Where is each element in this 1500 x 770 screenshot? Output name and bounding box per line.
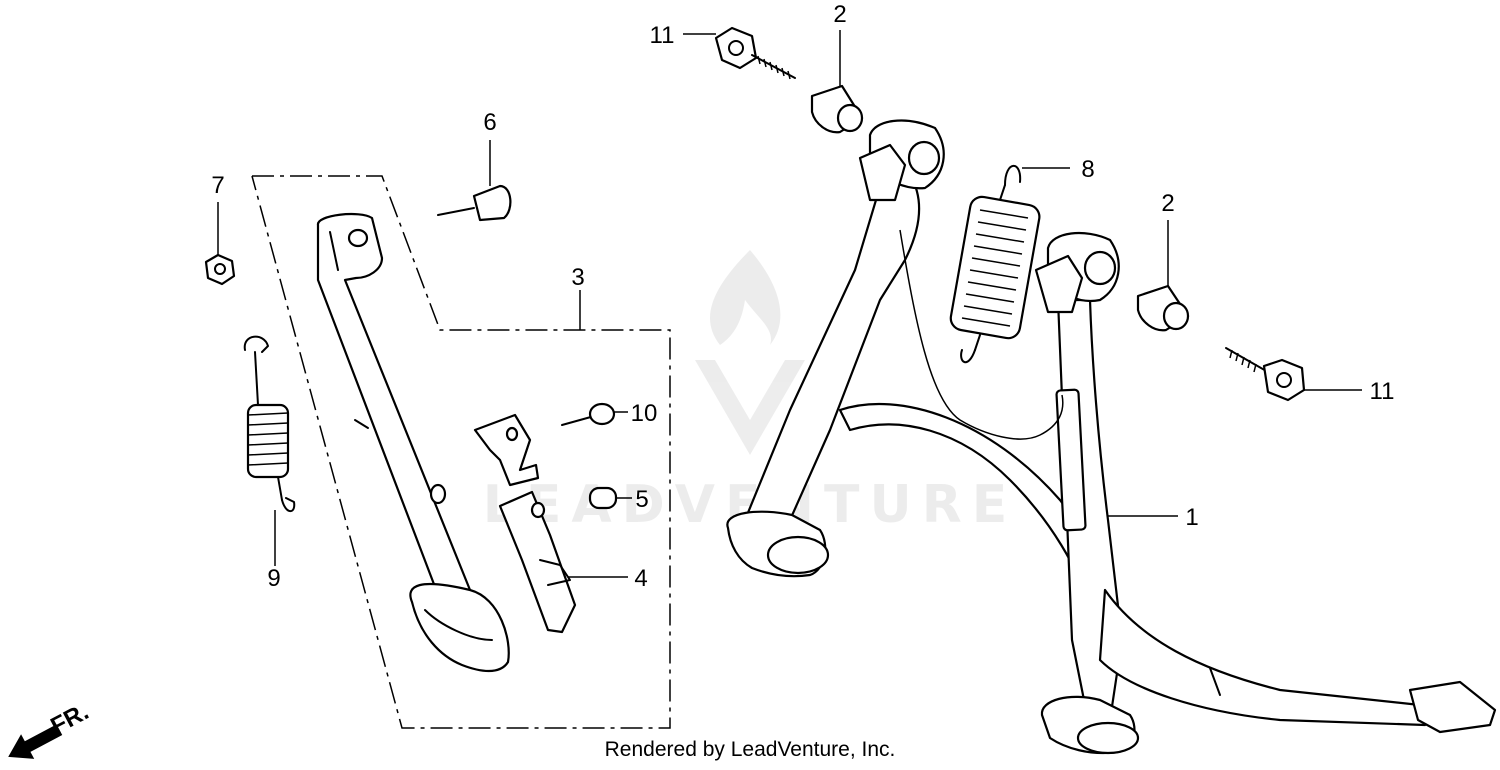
callout-11-upper: 11: [650, 22, 675, 49]
part-2-collar-upper: [810, 84, 864, 134]
part-10-plate: [473, 413, 540, 487]
callout-2-upper: 2: [833, 1, 846, 28]
side-stand-part: [316, 212, 510, 673]
part-8-spring: [949, 164, 1041, 363]
part-11-bolt-lower: [1225, 347, 1306, 402]
part-10-screw: [561, 402, 616, 426]
callout-7: 7: [211, 172, 224, 199]
callout-3: 3: [571, 264, 584, 291]
part-6-pivot-bolt: [437, 184, 512, 222]
callout-6: 6: [483, 109, 496, 136]
part-5-rubber: [588, 486, 618, 510]
front-arrow-icon: [8, 724, 63, 759]
credit-footer: Rendered by LeadVenture, Inc.: [604, 738, 896, 761]
leader-lines: [217, 30, 1362, 578]
callout-11-lower: 11: [1370, 378, 1395, 405]
callout-1: 1: [1185, 504, 1198, 531]
callout-10: 10: [631, 400, 658, 427]
main-stand-part: [726, 119, 1497, 755]
part-2-collar-lower: [1136, 284, 1190, 332]
part-4-bracket: [498, 490, 577, 634]
callout-5: 5: [635, 486, 648, 513]
watermark-logo: [695, 250, 805, 455]
part-9-spring: [243, 335, 296, 513]
callout-9: 9: [267, 565, 280, 592]
callout-8: 8: [1081, 156, 1094, 183]
callout-4: 4: [634, 565, 647, 592]
side-stand-group-outline: [251, 175, 671, 729]
callout-2-lower: 2: [1161, 190, 1174, 217]
part-11-bolt-upper: [714, 26, 796, 80]
part-7-nut: [204, 253, 236, 286]
